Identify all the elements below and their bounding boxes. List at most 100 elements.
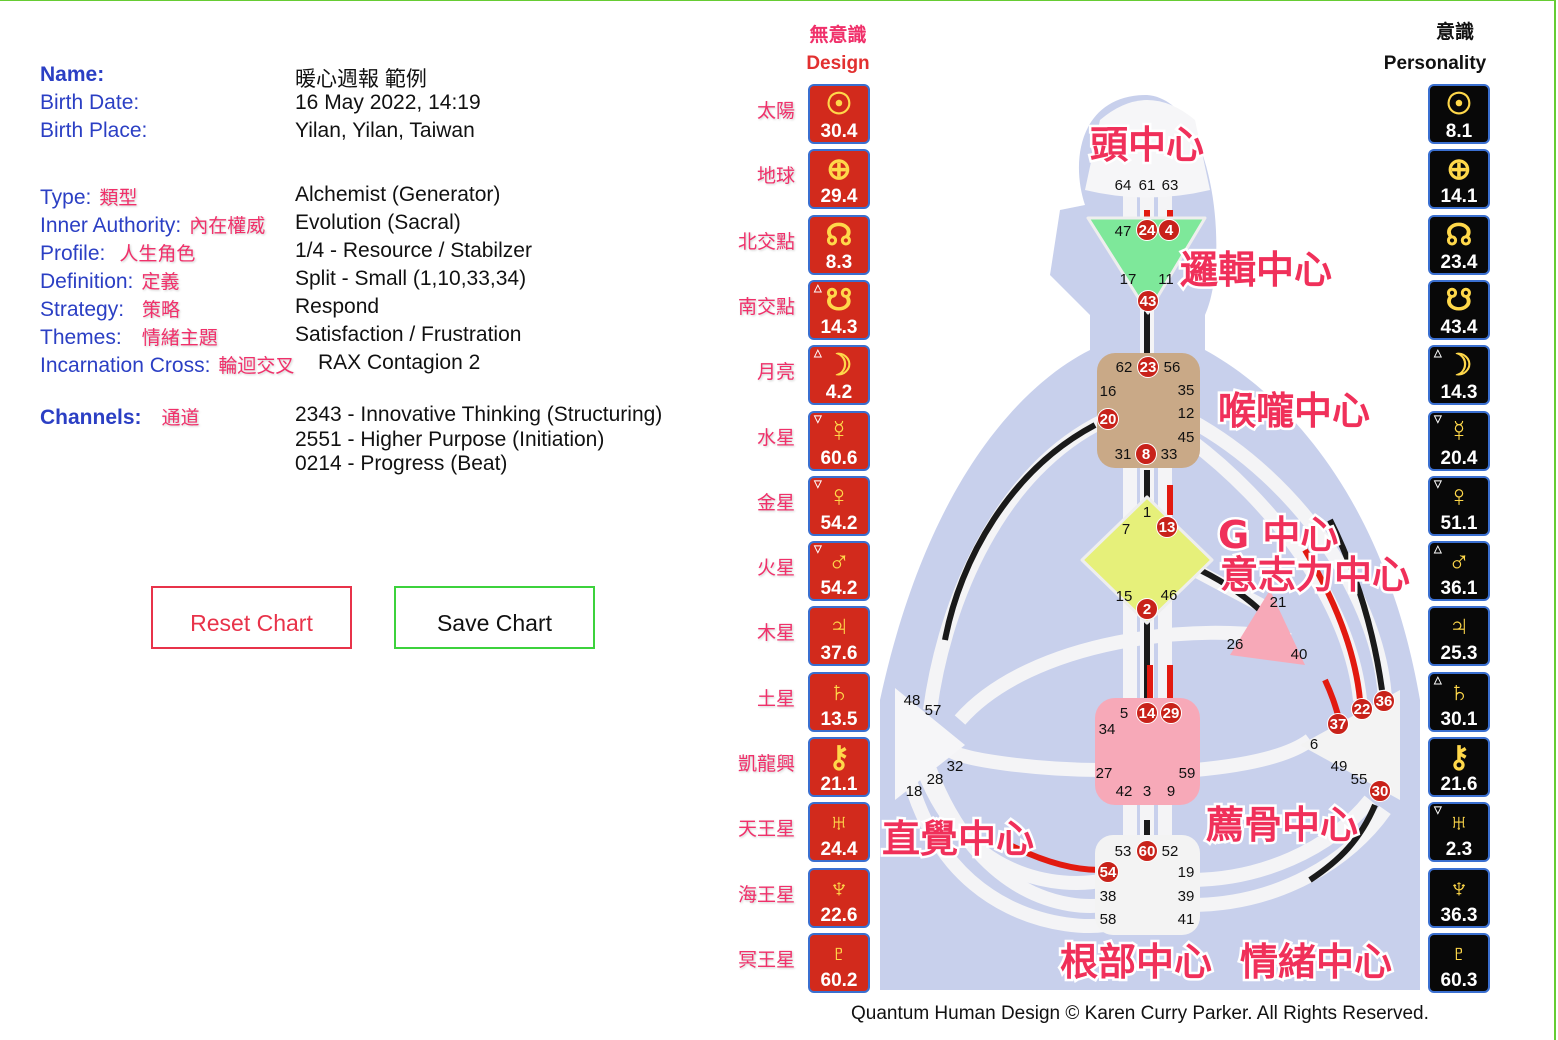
active-gate-marker (1135, 443, 1157, 465)
save-chart-button[interactable]: Save Chart (394, 586, 595, 649)
planet-name: 北交點 (737, 231, 795, 253)
gate-number: 3 (1143, 783, 1151, 800)
personality-value: 60.3 (1440, 969, 1478, 991)
planet-glyph-icon: ♃ (1447, 610, 1471, 644)
name-value: 暖心週報 範例 (295, 68, 427, 91)
gate-number: 28 (927, 771, 944, 788)
design-value: 37.6 (820, 643, 858, 665)
personality-planet-box: ♃25.3 (1428, 606, 1490, 667)
active-gate-marker (1369, 780, 1391, 802)
design-planet-box: △☋14.3 (808, 279, 870, 340)
gate-number: 60 (1139, 843, 1156, 860)
gate-number: 59 (1179, 765, 1196, 782)
cross-value: RAX Contagion 2 (318, 351, 481, 374)
strategy-label: Strategy:策略 (40, 298, 181, 321)
personality-planet-box: ☊23.4 (1428, 214, 1490, 275)
personality-value: 25.3 (1440, 643, 1478, 665)
planet-glyph-icon: ♀ (1447, 479, 1471, 513)
retro-marker-icon: ▽ (1434, 478, 1442, 490)
gate-number: 26 (1227, 636, 1244, 653)
planet-name: 地球 (756, 166, 795, 188)
planet-name: 月亮 (756, 362, 795, 384)
retro-marker-icon: △ (1434, 348, 1442, 360)
planet-glyph-icon: ♇ (827, 936, 851, 970)
gate-number: 38 (1100, 888, 1117, 905)
reset-chart-button[interactable]: Reset Chart (151, 586, 352, 649)
authority-label: Inner Authority:內在權威 (40, 214, 266, 237)
personality-value: 30.1 (1440, 708, 1478, 730)
design-value: 21.1 (820, 774, 858, 795)
planet-glyph-icon: ♅ (827, 806, 851, 840)
solar-plexus-center (1300, 690, 1400, 800)
retro-marker-icon: △ (814, 348, 822, 360)
design-value: 8.3 (825, 251, 853, 273)
spleen-center (895, 688, 965, 800)
gate-number: 64 (1115, 177, 1132, 194)
gate-number: 35 (1178, 382, 1195, 399)
design-value: 22.6 (820, 904, 858, 926)
design-header: Design (806, 53, 870, 74)
planet-glyph-icon: ☋ (1445, 283, 1473, 317)
personality-planet-box: ▽☿20.4 (1428, 410, 1490, 471)
gate-number: 36 (1376, 693, 1393, 710)
gate-number: 9 (1167, 783, 1175, 800)
gate-number: 21 (1270, 594, 1287, 611)
gate-number: 39 (1178, 888, 1195, 905)
planet-glyph-icon: ⊕ (826, 153, 852, 187)
gate-number: 2 (1143, 601, 1151, 618)
retro-marker-icon: ▽ (1434, 805, 1442, 817)
active-gate-marker (1136, 598, 1158, 620)
personality-value: 14.3 (1440, 382, 1478, 404)
spleen-center-label: 直覺中心 (882, 817, 1034, 861)
gate-number: 30 (1372, 783, 1389, 800)
ego-center (1230, 590, 1305, 665)
personality-value: 2.3 (1445, 839, 1473, 861)
retro-marker-icon: ▽ (1434, 413, 1442, 425)
planet-name: 金星 (756, 492, 795, 514)
gate-number: 40 (1291, 646, 1308, 663)
personality-planet-box: ⚷21.6 (1428, 737, 1490, 797)
retro-marker-icon: ▽ (814, 544, 822, 556)
ajna-center-label: 邏輯中心 (1180, 248, 1332, 292)
copyright-footer: Quantum Human Design © Karen Curry Parke… (851, 1003, 1429, 1024)
channel-3: 0214 - Progress (Beat) (295, 452, 508, 475)
personality-value: 51.1 (1440, 512, 1478, 534)
design-value: 54.2 (820, 512, 858, 534)
planet-glyph-icon: ♃ (827, 610, 851, 644)
themes-value: Satisfaction / Frustration (295, 323, 522, 346)
strategy-value: Respond (295, 295, 380, 318)
active-gate-marker (1156, 516, 1178, 538)
active-gate-marker (1351, 698, 1373, 720)
planet-glyph-icon: ♆ (827, 871, 851, 905)
root-center (1095, 835, 1200, 935)
type-label: Type:類型 (40, 186, 138, 209)
channels-label: Channels:通道 (40, 406, 200, 429)
root-center-label: 根部中心 (1060, 940, 1212, 984)
planet-glyph-icon: ♂ (1447, 545, 1471, 579)
design-planet-box: ☊8.3 (808, 214, 870, 275)
planet-name: 火星 (756, 558, 795, 580)
design-planet-box: △☽4.2 (808, 345, 870, 406)
gate-number: 58 (1100, 911, 1117, 928)
design-value: 54.2 (820, 578, 858, 600)
design-planet-box: ♇60.2 (808, 932, 870, 993)
gate-number: 29 (1163, 705, 1180, 722)
planet-name: 天王星 (737, 819, 795, 841)
planet-glyph-icon: ☋ (825, 283, 853, 317)
planet-glyph-icon: ♆ (1447, 871, 1471, 905)
planet-glyph-icon: ♀ (827, 479, 851, 513)
planet-glyph-icon: ☊ (825, 218, 853, 252)
gate-number: 8 (1142, 446, 1150, 463)
planet-glyph-icon: ♅ (1447, 806, 1471, 840)
active-gate-marker (1373, 690, 1395, 712)
gate-number: 57 (925, 702, 942, 719)
retro-marker-icon: ▽ (814, 478, 822, 490)
ego-center-label: 意志力中心 (1220, 553, 1410, 597)
planet-glyph-icon: ☿ (827, 414, 851, 448)
planet-name: 冥王星 (737, 949, 795, 971)
active-gate-marker (1136, 702, 1158, 724)
gate-number: 41 (1178, 911, 1195, 928)
gate-number: 17 (1120, 271, 1137, 288)
design-planet-box: ♃37.6 (808, 606, 870, 667)
